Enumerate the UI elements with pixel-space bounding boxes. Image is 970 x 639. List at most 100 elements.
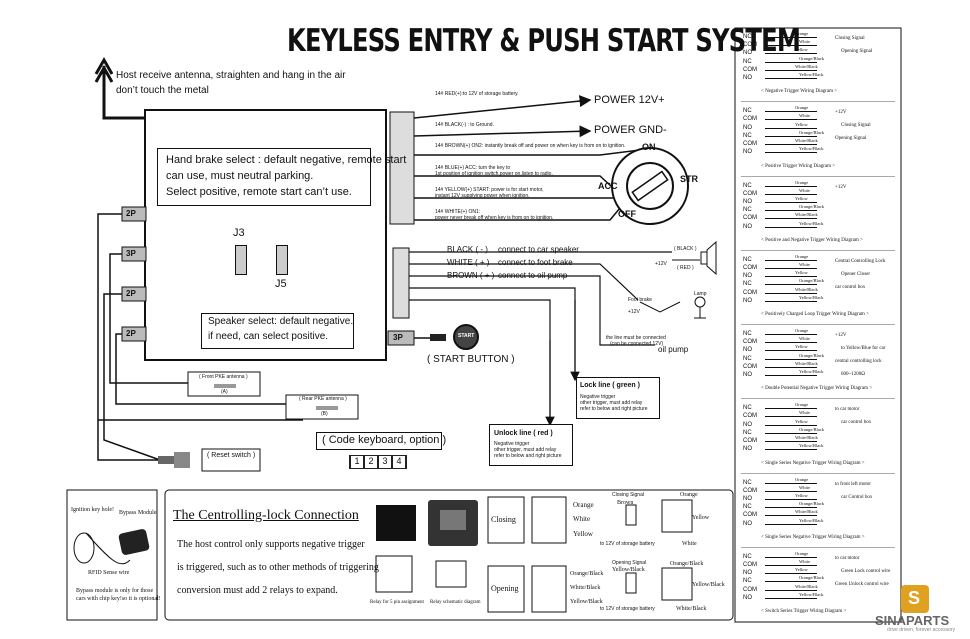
foot-brake-12v: +12V <box>628 309 640 315</box>
pin-wire <box>765 350 817 352</box>
pin-label: COM <box>743 141 757 148</box>
pin-wire <box>765 449 817 451</box>
pin-wire <box>765 408 817 410</box>
wire-color-label: Orange <box>795 402 809 408</box>
relay-wb-label: White/Black <box>676 606 707 612</box>
closing-wire: Orange <box>573 501 594 509</box>
logo-letter: S <box>908 588 921 608</box>
wire-color-label: Yellow/Black <box>799 146 824 152</box>
section-note: +12V <box>835 110 847 116</box>
relay-white-label: White <box>682 541 697 547</box>
wire-color-label: Orange/Black <box>799 55 824 61</box>
relay-orange-label: Orange <box>680 492 698 498</box>
keypad-key[interactable]: 4 <box>393 456 405 468</box>
pin-label: NC <box>743 207 752 214</box>
pin-wire <box>765 482 817 484</box>
speaker-12v-label: +12V <box>655 261 667 267</box>
section-note: +12V <box>835 333 847 338</box>
jumper-j5[interactable] <box>276 245 288 275</box>
wire-blue-text-2: 1st position of ignition switch,power on… <box>435 171 553 177</box>
pin-label: NC <box>743 34 752 40</box>
unlock-line-box <box>489 424 573 466</box>
oil-pump-note-2: (can be connected 12V) <box>610 341 664 347</box>
section-caption: < Single Series Negative Trigger Wiring … <box>761 460 865 466</box>
wire-color-label: Orange/Black <box>799 426 824 432</box>
wire-color-label: Yellow <box>795 270 808 276</box>
jumper-j3[interactable] <box>235 245 247 275</box>
section-note: car Control box <box>841 494 873 500</box>
port-label: 2P <box>126 329 136 338</box>
pin-wire <box>765 61 817 63</box>
reset-switch-label[interactable]: ( Reset switch ) <box>207 452 256 459</box>
output-desc-brake: connect to foot brake <box>498 258 573 267</box>
pin-label: COM <box>743 215 757 222</box>
section-note: Central Controlling Lock <box>835 258 886 264</box>
unlock-line-note: Negative trigger <box>494 441 530 447</box>
pin-wire <box>765 573 817 575</box>
pin-label: NC <box>743 132 752 139</box>
antenna-note-line-2: don’t touch the metal <box>116 85 209 96</box>
opening-signal-label: Opening Signal <box>612 560 647 566</box>
pin-label: NO <box>743 495 752 502</box>
relay-yb-label-2: Yellow/Black <box>692 582 725 588</box>
pin-wire <box>765 69 817 71</box>
keypad-key[interactable]: 3 <box>379 456 391 468</box>
pin-label: NC <box>743 331 752 337</box>
wire-color-label: Yellow/Black <box>799 591 824 597</box>
pin-wire <box>765 111 817 113</box>
lock-line-note: Negative trigger <box>580 394 616 400</box>
relay-yb-label: Yellow/Black <box>612 567 645 573</box>
pin-label: NC <box>743 429 752 436</box>
pin-wire <box>765 185 817 187</box>
lock-line-note: other trigger, must add relay <box>580 400 643 406</box>
pin-label: NO <box>743 50 752 57</box>
pin-label: COM <box>743 363 757 370</box>
foot-brake-label: Foot brake <box>628 297 652 303</box>
wire-white-text: 14# WHITE(+) ON1: <box>435 209 481 215</box>
wire-color-label: White <box>799 410 810 416</box>
pin-label: COM <box>743 66 757 73</box>
logo-name: SINAPARTS <box>875 613 950 628</box>
wire-color-label: White/Black <box>795 286 818 292</box>
keypad-key[interactable]: 2 <box>365 456 377 468</box>
bypass-note-1: Bypass module is only for those <box>76 588 154 594</box>
pin-wire <box>765 119 817 121</box>
lamp-label: Lamp <box>694 291 707 297</box>
wire-color-label: Orange/Black <box>799 204 824 210</box>
battery-note: to 12V of storage battery <box>600 606 655 612</box>
bypass-wire-label: RFID Sense wire <box>88 570 130 576</box>
pin-label: NC <box>743 182 752 189</box>
wire-color-label: White <box>799 113 810 119</box>
pin-wire <box>765 226 817 228</box>
code-keyboard[interactable]: 1 2 3 4 <box>349 455 407 469</box>
power-12v-label: POWER 12V+ <box>594 94 665 106</box>
section-caption: < Positive and Negative Trigger Wiring D… <box>761 237 863 243</box>
battery-note: to 12V of storage battery <box>600 541 655 547</box>
pin-label: NC <box>743 108 752 115</box>
wire-color-label: Orange <box>795 550 809 556</box>
pin-wire <box>765 432 817 434</box>
section-divider <box>741 101 895 103</box>
keypad-key[interactable]: 1 <box>351 456 363 468</box>
schematic-caption: Relay schematic diagram <box>430 600 481 605</box>
section-divider <box>741 472 895 474</box>
pin-wire <box>765 424 817 426</box>
section-caption: < Positive Trigger Wiring Diagram > <box>761 163 836 169</box>
pin-label: COM <box>743 289 757 296</box>
wire-color-label: Yellow <box>795 195 808 201</box>
pin-wire <box>765 589 817 591</box>
wire-color-label: Yellow <box>795 121 808 127</box>
start-button-badge[interactable]: START <box>458 333 475 339</box>
pin-wire <box>765 358 817 360</box>
wire-color-label: White <box>799 558 810 564</box>
section-caption: < Switch Series Trigger Wiring Diagram > <box>761 609 847 614</box>
jumper-j5-label: J5 <box>275 278 287 290</box>
port-label: 3P <box>126 249 136 258</box>
wire-color-label: White/Black <box>795 360 818 366</box>
pin-wire <box>765 416 817 418</box>
